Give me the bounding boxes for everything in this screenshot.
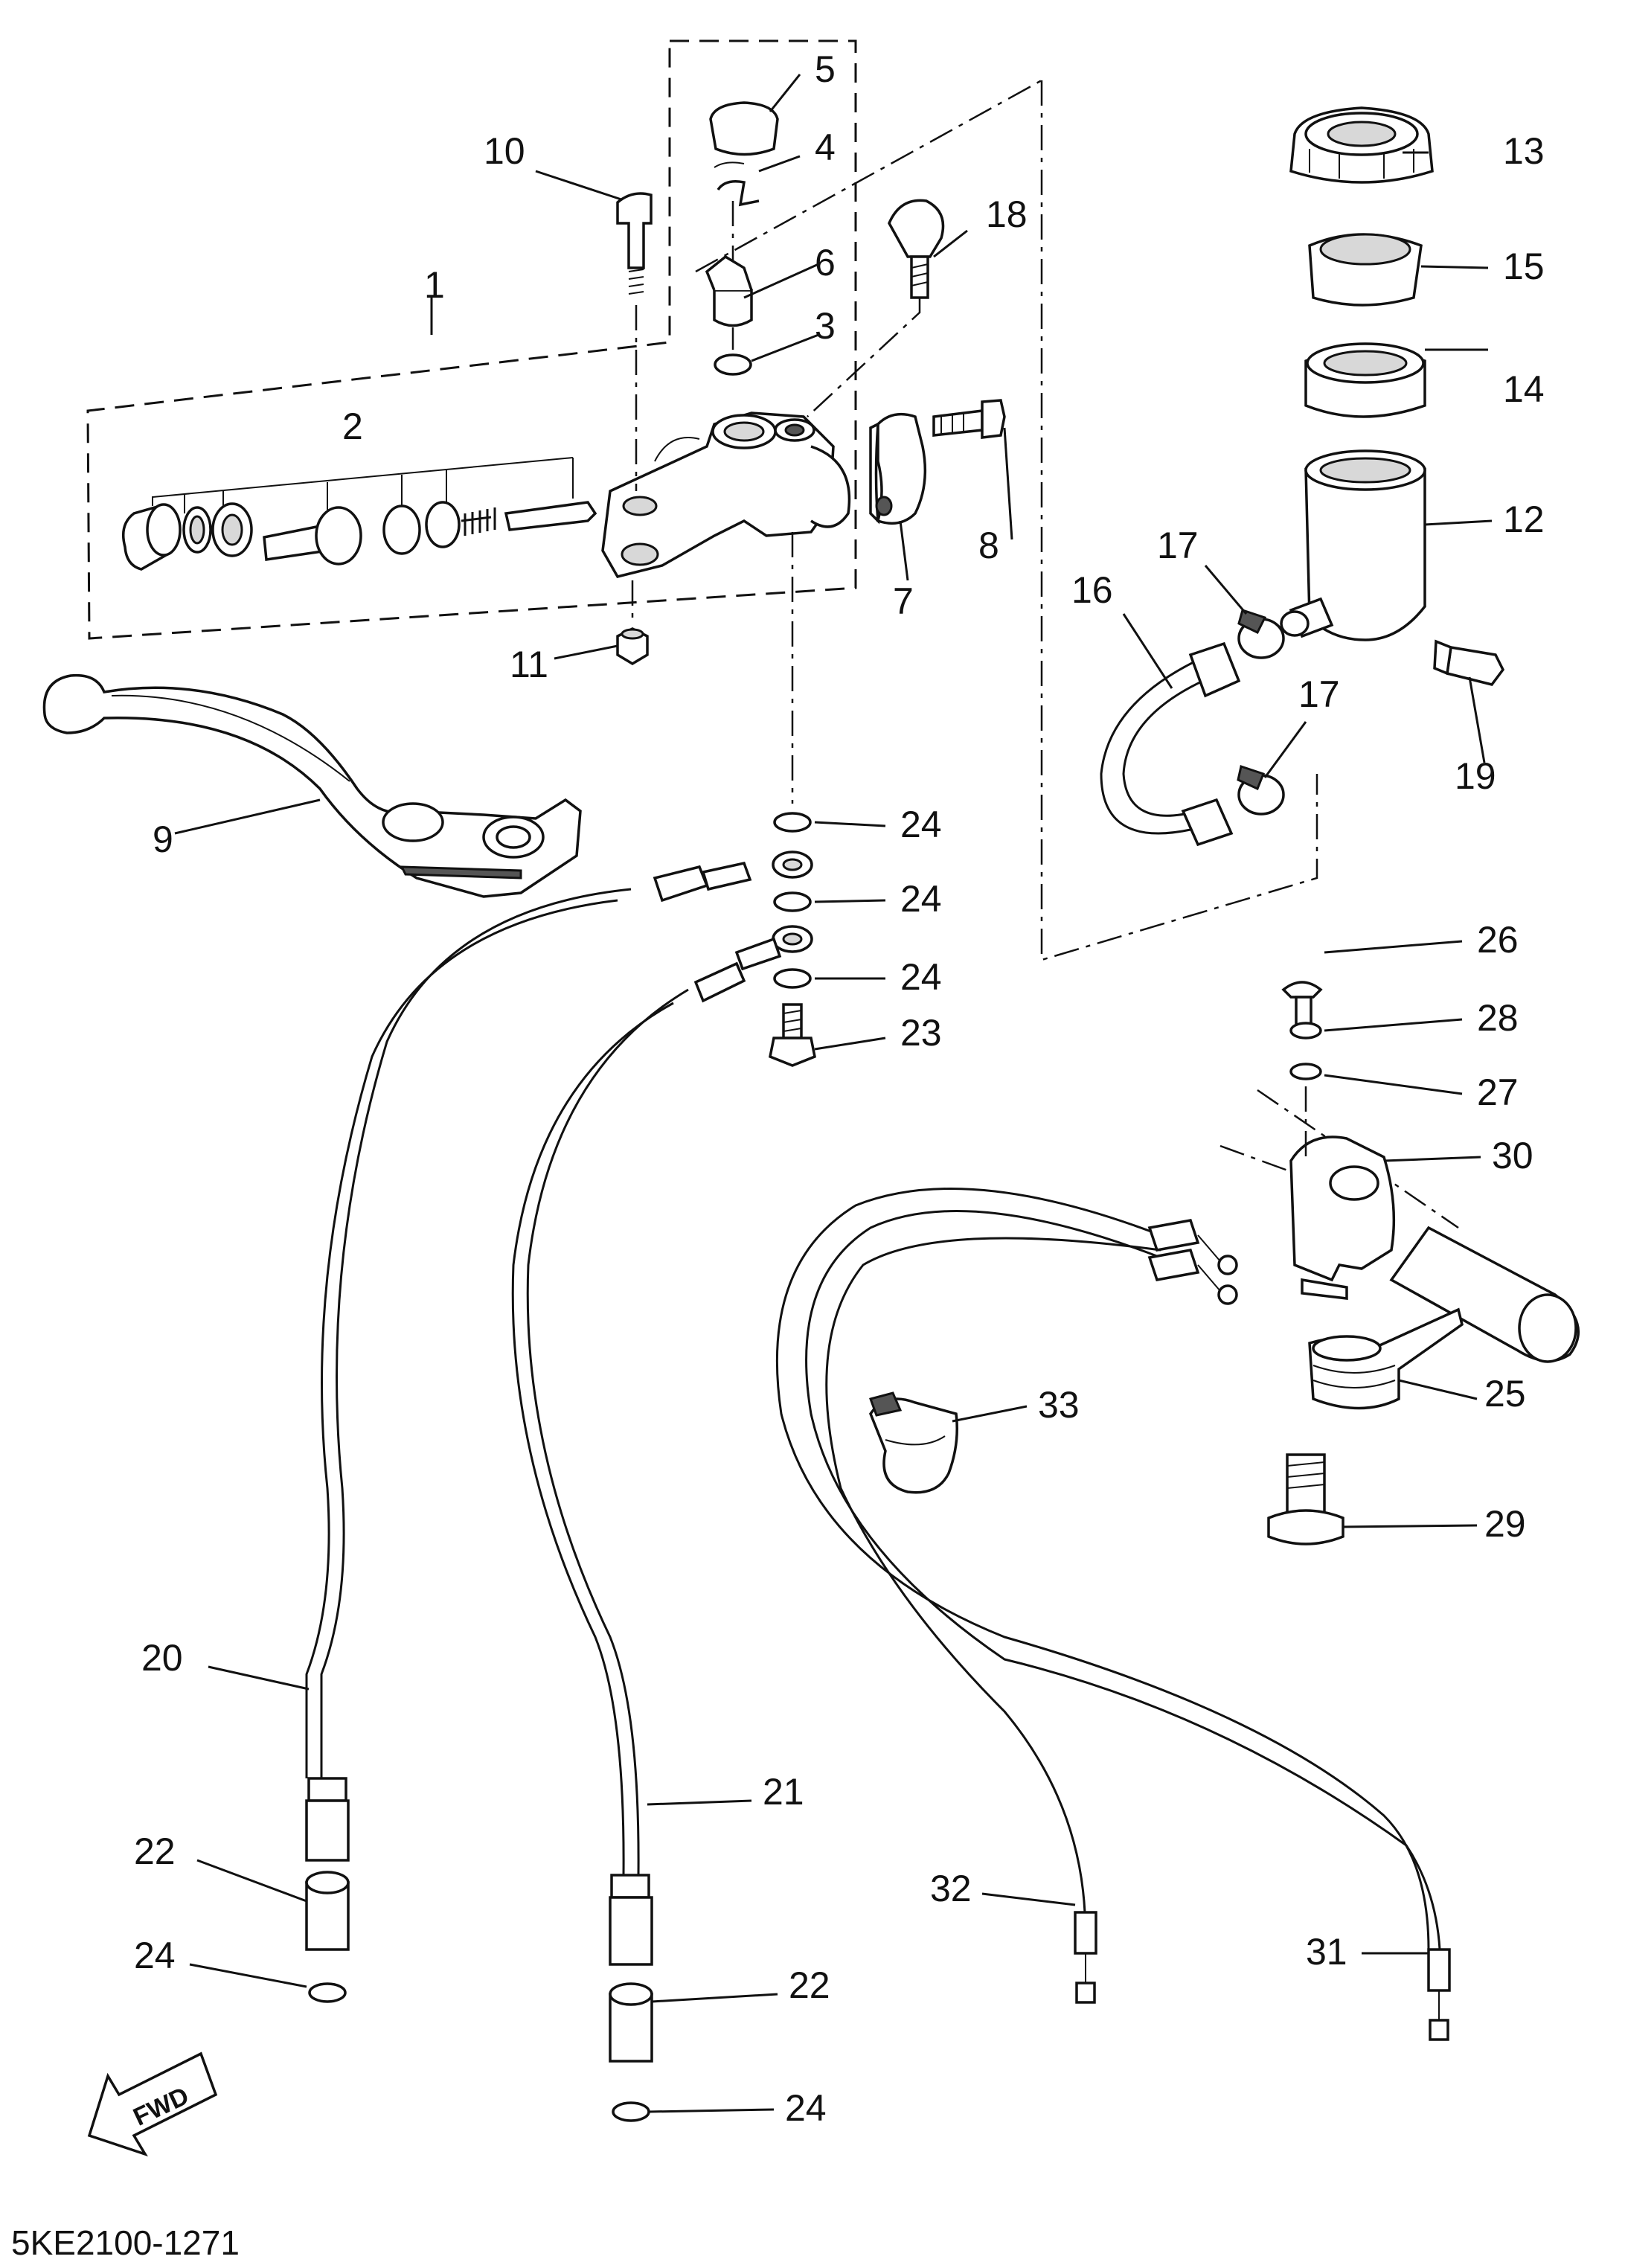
assembly-outlines <box>86 39 1318 961</box>
callout-9: 9 <box>153 819 173 860</box>
callout-14: 14 <box>1503 368 1545 410</box>
callout-27: 27 <box>1477 1071 1519 1113</box>
callout-24e: 24 <box>785 2087 827 2129</box>
callout-29: 29 <box>1484 1503 1526 1545</box>
callout-28: 28 <box>1477 997 1519 1039</box>
callout-32: 32 <box>930 1868 972 1909</box>
brake-hose-21 <box>511 937 782 2122</box>
brake-hose-20 <box>305 861 752 2003</box>
reservoir-assembly <box>1280 106 1434 641</box>
reservoir-hose-and-clips <box>1100 609 1505 847</box>
master-cylinder-body <box>601 411 851 579</box>
bleeder-screw <box>807 199 945 417</box>
handlebar-clamp <box>869 399 1006 525</box>
callout-4: 4 <box>815 126 836 168</box>
reservoir-fitting-parts <box>705 101 779 376</box>
callout-6: 6 <box>815 242 836 284</box>
pivot-nut <box>616 580 649 666</box>
leader-lines <box>174 74 1493 2113</box>
callout-18: 18 <box>986 193 1028 235</box>
callout-24b: 24 <box>900 878 942 920</box>
callout-17b: 17 <box>1298 673 1340 715</box>
callout-15: 15 <box>1503 246 1545 287</box>
fwd-arrow: FWD <box>87 2051 218 2157</box>
callout-26: 26 <box>1477 919 1519 961</box>
brake-lever <box>42 673 582 898</box>
callout-21: 21 <box>763 1771 804 1813</box>
callout-16: 16 <box>1071 569 1113 611</box>
callout-3: 3 <box>815 305 836 347</box>
throttle-assembly <box>1219 981 1580 1545</box>
callout-1: 1 <box>424 264 445 306</box>
callout-11: 11 <box>510 644 548 685</box>
diagram-reference-code: 5KE2100-1271 <box>11 2223 240 2262</box>
callout-17a: 17 <box>1157 525 1199 566</box>
callout-12: 12 <box>1503 499 1545 540</box>
callout-2: 2 <box>342 406 363 447</box>
piston-kit-parts <box>122 457 597 571</box>
cable-strap <box>869 1391 958 1494</box>
callout-labels: 1 2 3 4 5 6 7 8 9 10 11 12 13 14 15 16 1… <box>134 48 1545 2129</box>
callout-5: 5 <box>815 48 836 90</box>
callout-22a: 22 <box>134 1830 176 1872</box>
banjo-stack-upper <box>768 532 817 1067</box>
callout-31: 31 <box>1306 1931 1347 1973</box>
callout-8: 8 <box>978 525 999 566</box>
callout-24a: 24 <box>900 804 942 845</box>
callout-20: 20 <box>141 1637 183 1679</box>
callout-13: 13 <box>1503 130 1545 172</box>
callout-10: 10 <box>484 130 525 172</box>
callout-22b: 22 <box>789 1964 830 2006</box>
callout-7: 7 <box>893 580 914 622</box>
callout-24d: 24 <box>134 1935 176 1976</box>
callout-33: 33 <box>1038 1384 1080 1426</box>
callout-25: 25 <box>1484 1373 1526 1415</box>
callout-23: 23 <box>900 1012 942 1054</box>
callout-19: 19 <box>1455 755 1496 797</box>
pivot-bolt <box>616 192 653 491</box>
callout-30: 30 <box>1492 1135 1533 1176</box>
callout-24c: 24 <box>900 956 942 998</box>
throttle-cables <box>775 1188 1451 2041</box>
